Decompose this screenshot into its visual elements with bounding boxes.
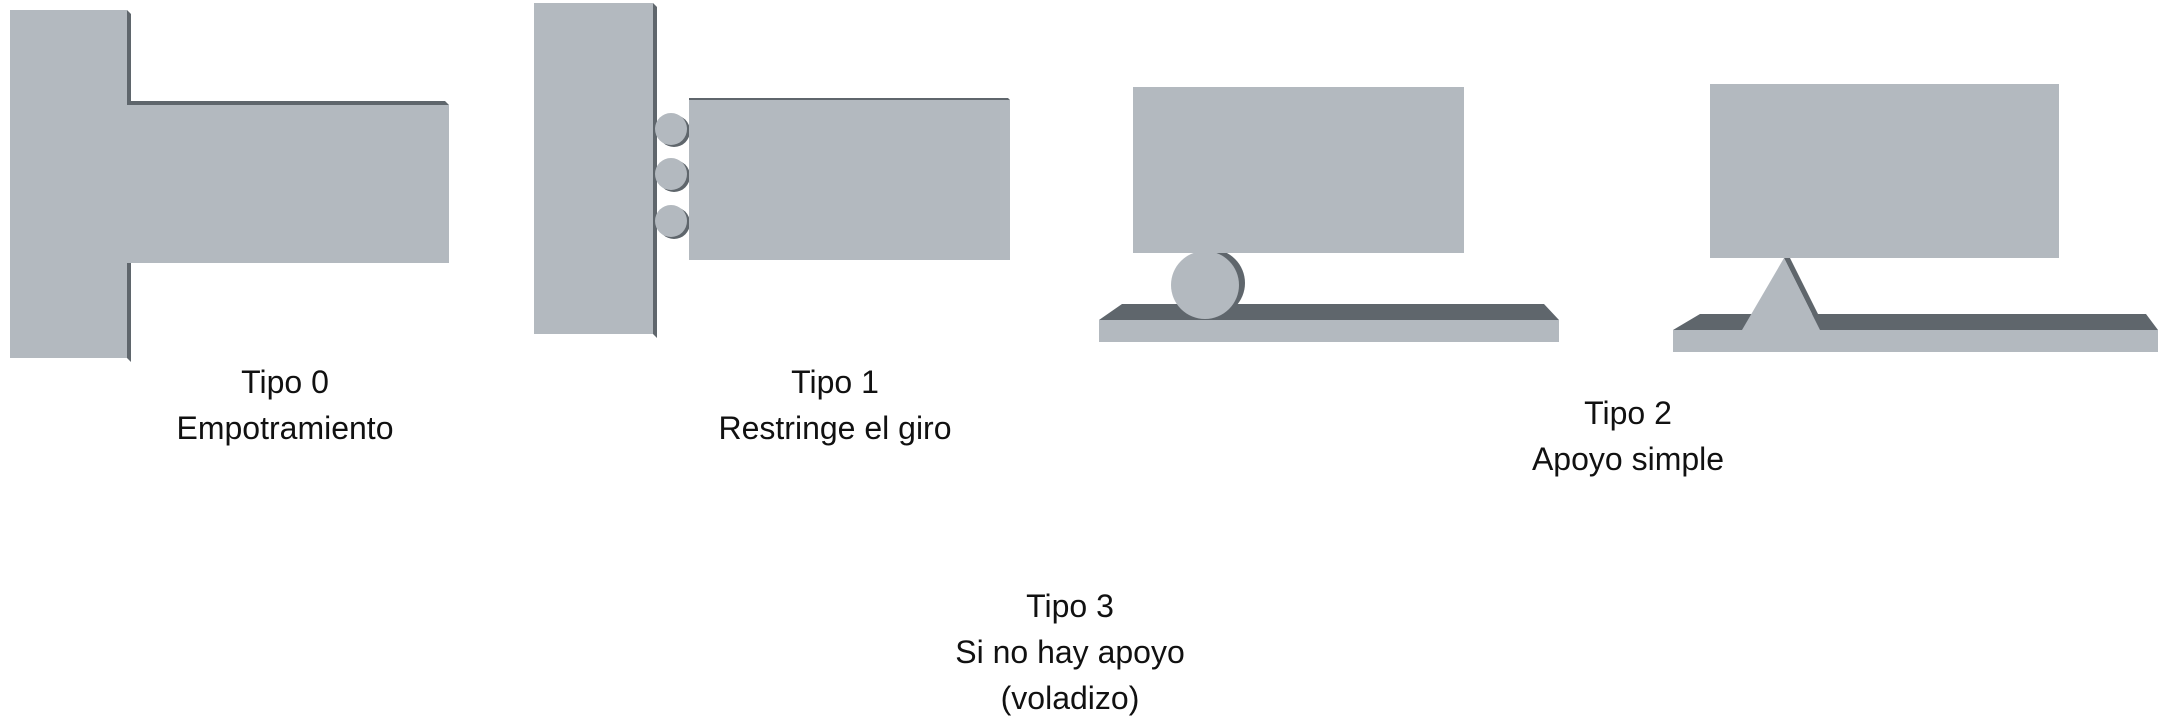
caption-tipo-2: Tipo 2 Apoyo simple <box>1453 390 1803 482</box>
roller-middle <box>655 158 690 192</box>
tipo-0-wall <box>10 10 131 362</box>
caption-tipo-1-description: Restringe el giro <box>718 410 952 446</box>
caption-tipo-3-description: Si no hay apoyo <box>955 634 1185 670</box>
tipo-1-beam <box>689 98 1010 260</box>
tipo-0-beam <box>127 101 449 263</box>
roller-support-drawing <box>1099 87 1559 342</box>
caption-tipo-3-title: Tipo 3 <box>1026 588 1114 624</box>
pin-support-triangle <box>1742 258 1826 330</box>
caption-tipo-3-note: (voladizo) <box>1000 680 1140 716</box>
tipo-0-fixed-support <box>10 10 449 362</box>
pin-support-drawing <box>1673 84 2158 352</box>
caption-tipo-2-title: Tipo 2 <box>1584 395 1672 431</box>
caption-tipo-0-description: Empotramiento <box>176 410 394 446</box>
tipo-1-rotation-restraint <box>534 3 1010 338</box>
pin-support-base <box>1673 314 2158 352</box>
caption-tipo-1: Tipo 1 Restringe el giro <box>660 359 1010 451</box>
roller-bottom <box>655 205 690 239</box>
roller-support-roller <box>1171 249 1245 319</box>
caption-tipo-3: Tipo 3 Si no hay apoyo (voladizo) <box>895 583 1245 721</box>
roller-top <box>655 113 690 147</box>
roller-support-base <box>1099 304 1559 342</box>
tipo-1-wall <box>534 3 657 338</box>
roller-support-block <box>1133 87 1464 253</box>
caption-tipo-2-description: Apoyo simple <box>1531 441 1725 477</box>
pin-support-block <box>1710 84 2059 258</box>
tipo-1-rollers <box>655 113 690 239</box>
caption-tipo-1-title: Tipo 1 <box>791 364 879 400</box>
caption-tipo-0-title: Tipo 0 <box>241 364 329 400</box>
caption-tipo-0: Tipo 0 Empotramiento <box>110 359 460 451</box>
